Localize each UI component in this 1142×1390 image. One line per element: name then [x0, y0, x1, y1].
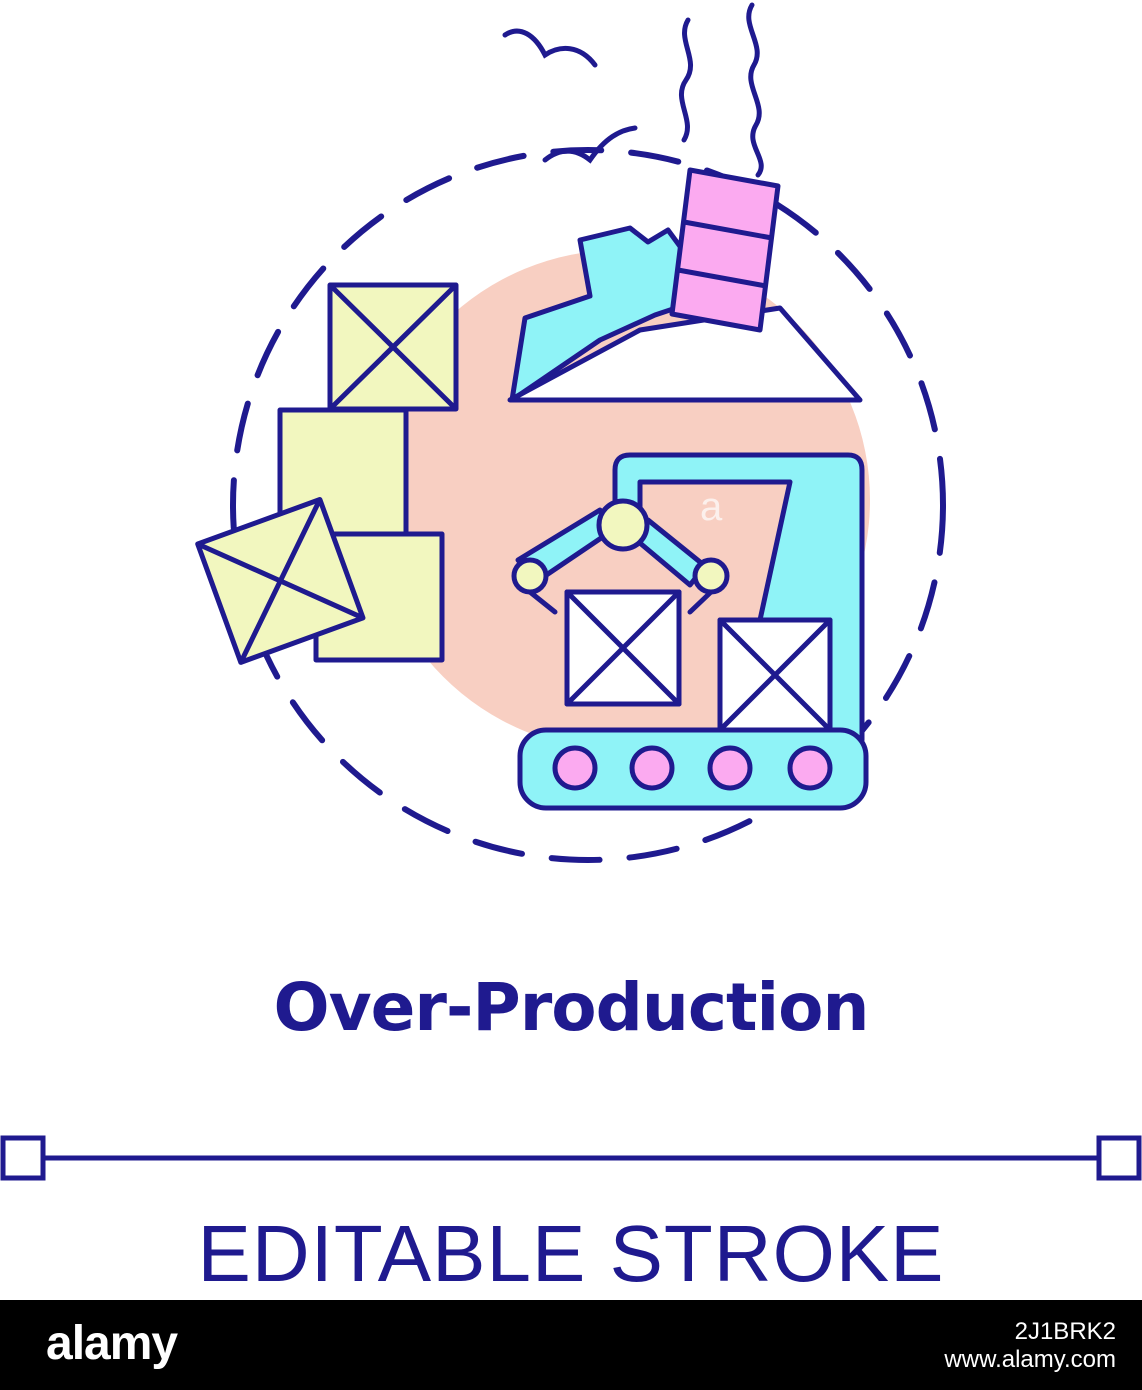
- birds-icon: [502, 28, 638, 164]
- over-production-icon: a: [195, 2, 946, 863]
- smoke-icon: [678, 2, 764, 178]
- barrel-icon: [669, 167, 781, 333]
- alamy-logo: alamy: [46, 1317, 178, 1370]
- concept-title: Over-Production: [273, 969, 870, 1046]
- conveyor-belt-icon: [517, 727, 869, 811]
- footer-band: alamy 2J1BRK2 www.alamy.com: [0, 1300, 1142, 1390]
- stacked-boxes-icon: [195, 282, 459, 665]
- stroke-anchor-right: [1096, 1135, 1142, 1181]
- image-id: 2J1BRK2 www.alamy.com: [944, 1318, 1116, 1374]
- stroke-anchor-left: [0, 1135, 46, 1181]
- editable-stroke-label: EDITABLE STROKE: [197, 1209, 945, 1298]
- image-site: www.alamy.com: [944, 1346, 1116, 1373]
- robotic-arm-icon: [511, 452, 865, 743]
- editable-stroke-line: [0, 1135, 1142, 1181]
- dashed-ring: [230, 147, 946, 863]
- watermark-letter: a: [700, 485, 723, 529]
- image-id-code: 2J1BRK2: [1014, 1318, 1116, 1345]
- waste-pile-icon: [507, 225, 863, 403]
